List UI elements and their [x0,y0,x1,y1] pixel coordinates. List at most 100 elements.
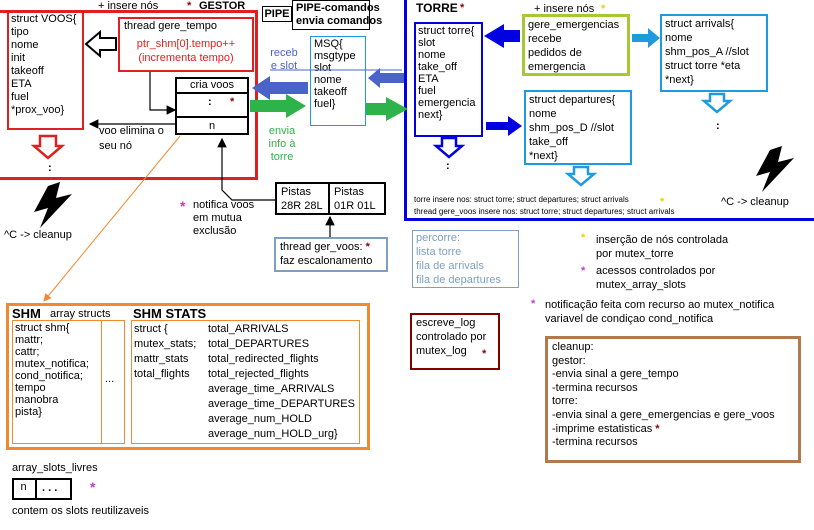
torre-note-star: * [660,196,665,208]
gestor-cleanup: ^C -> cleanup [4,229,72,241]
thread-ger-voos: thread ger_voos: *faz escalonamento [274,237,388,272]
arrow-green-torre [366,97,408,121]
cleanup-box: cleanup:gestor:-envia sinal a gere_tempo… [545,336,801,463]
shm-stats-left-line: mutex_stats; [134,338,197,350]
arrow-blue-gestor [252,76,308,100]
shm-title: SHM [12,306,41,321]
departures-line: take_off [529,136,568,148]
voos-struct-line: takeoff [11,65,44,77]
percorre-line: lista torre [416,246,462,258]
shm-struct-divider [101,321,102,443]
struct-torre-line: ETA [418,73,439,85]
hollow-down-arrow-torre [432,136,466,159]
shm-struct-line: manobra [15,394,59,406]
hollow-down-arrow-arrivals [700,92,734,114]
torre-note1: torre insere nos: struct torre; struct d… [414,195,629,204]
shm-struct-line: cond_notifica; [15,370,83,382]
pistas-left-line: Pistas [281,186,311,198]
shm-struct-line: tempo [15,382,46,394]
shm-stats-right-line: average_num_HOLD [208,413,312,425]
voos-struct-line: ETA [11,78,32,90]
voo-elimina-line: voo elimina o [99,125,164,137]
cleanup-line: torre: [552,395,578,408]
shm-region [6,303,370,450]
msq-receb-line: receb [270,47,298,59]
legend-purple-line: acessos controlados por [596,265,716,277]
pipe-label: PIPE [264,8,290,20]
gestor-title: GESTOR [199,0,246,12]
shm-stats-right-line: total_DEPARTURES [208,338,310,350]
slots-n-cell: n [12,478,37,500]
pipe-desc-line: envia comandos [296,15,383,27]
cleanup-line: -termina recursos [552,436,638,449]
slots-n: n [20,481,27,493]
torre-insere-nos: + insere nós [534,3,595,15]
shm-ellipsis: ... [105,373,115,385]
departures-line: shm_pos_D //slot [529,122,614,134]
gestor-star: * [187,0,192,12]
shm-struct-line: cattr; [15,346,40,358]
hollow-down-arrow-departures [564,165,598,187]
lightning-torre-icon [756,146,794,192]
shm-stats-left-line: total_flights [134,368,190,380]
struct-torre-line: emergencia [418,97,476,109]
arrivals-line: struct arrivals{ [665,18,735,30]
cria-voos-star: * [230,96,235,108]
arrivals-line: *next} [665,74,694,86]
thread-gere-tempo: thread gere_tempo ptr_shm[0].tempo++(inc… [118,17,254,72]
voos-struct-line: tipo [11,26,29,38]
msq-line: msgtype [314,50,356,62]
percorre-line: fila de departures [416,274,501,286]
departures-line: struct departures{ [529,94,616,106]
voos-struct-line: nome [11,39,39,51]
msq-envia-line: info à [268,138,296,150]
slots-star: * [90,479,96,495]
legend-yellow: inserção de nós controlada por mutex_torr… [596,233,776,261]
struct-torre-line: fuel [418,85,436,97]
struct-torre-line: take_off [418,61,457,73]
percorre-line: percorre: [416,232,461,244]
msq-envia-line: envia [268,125,296,137]
arrow-green-msq [250,94,306,118]
legend-notif-star: * [531,298,536,310]
pipe-desc-line: PIPE-comandos [296,2,380,14]
legend-yellow-line: inserção de nós controlada [596,234,729,246]
notifica-line: exclusão [193,225,237,237]
legend-purple-star: * [581,265,586,277]
cleanup-line: -imprime estatisticas * [552,422,660,435]
voo-elimina-line: seu nó [99,140,133,152]
voo-elimina: voo elimina o seu nó [99,124,189,154]
msq-line: MSQ{ [314,38,343,50]
msq-envia-line: torre [270,151,294,163]
arrow-blue-msq [368,68,404,88]
thread-ger-voos-line: thread ger_voos: * [280,241,370,253]
shm-struct-line: pista} [15,406,42,418]
legend-notif-line: notificação feita com recurso ao mutex_n… [545,299,775,311]
shm-stats-right-line: total_redirected_flights [208,353,319,365]
shm-struct-line: struct shm{ [15,322,70,334]
thread-gere-tempo-line: (incrementa tempo) [138,52,234,64]
departures-line: *next} [529,150,558,162]
msq-receb-line: e slot [270,60,298,72]
msq-line: slot [314,62,332,74]
torre-region [404,0,814,221]
torre-title: TORRE [416,1,458,15]
cleanup-line: -envia sinal a gere_emergencias e gere_v… [552,408,775,421]
gestor-vdots: : [48,162,52,174]
legend-yellow-line: por mutex_torre [596,248,674,260]
msq-line: nome [314,74,342,86]
arrivals-vdots: : [716,120,720,132]
